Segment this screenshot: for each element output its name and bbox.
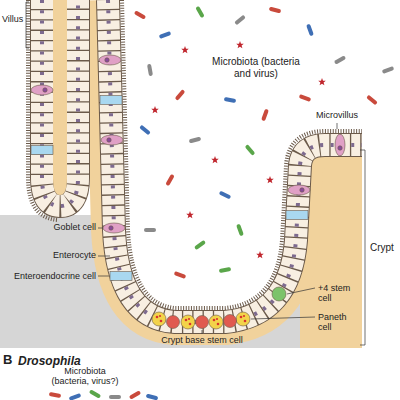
part-label: Microvillus: [316, 110, 358, 120]
part-label: Villus: [2, 14, 23, 24]
part-label: +4 stem cell: [318, 283, 362, 304]
part-label: Enterocyte: [53, 250, 96, 260]
part-label: Crypt: [370, 242, 394, 254]
part-label: B: [3, 353, 12, 368]
part-label: Microbiota (bacteria, virus?): [45, 366, 125, 387]
part-label: Paneth cell: [318, 312, 362, 333]
part-label: Microbiota (bacteria and virus): [210, 56, 302, 79]
part-label: Enteroendocrine cell: [14, 271, 96, 281]
part-label: Crypt base stem cell: [140, 335, 264, 345]
part-label: Goblet cell: [53, 222, 96, 232]
